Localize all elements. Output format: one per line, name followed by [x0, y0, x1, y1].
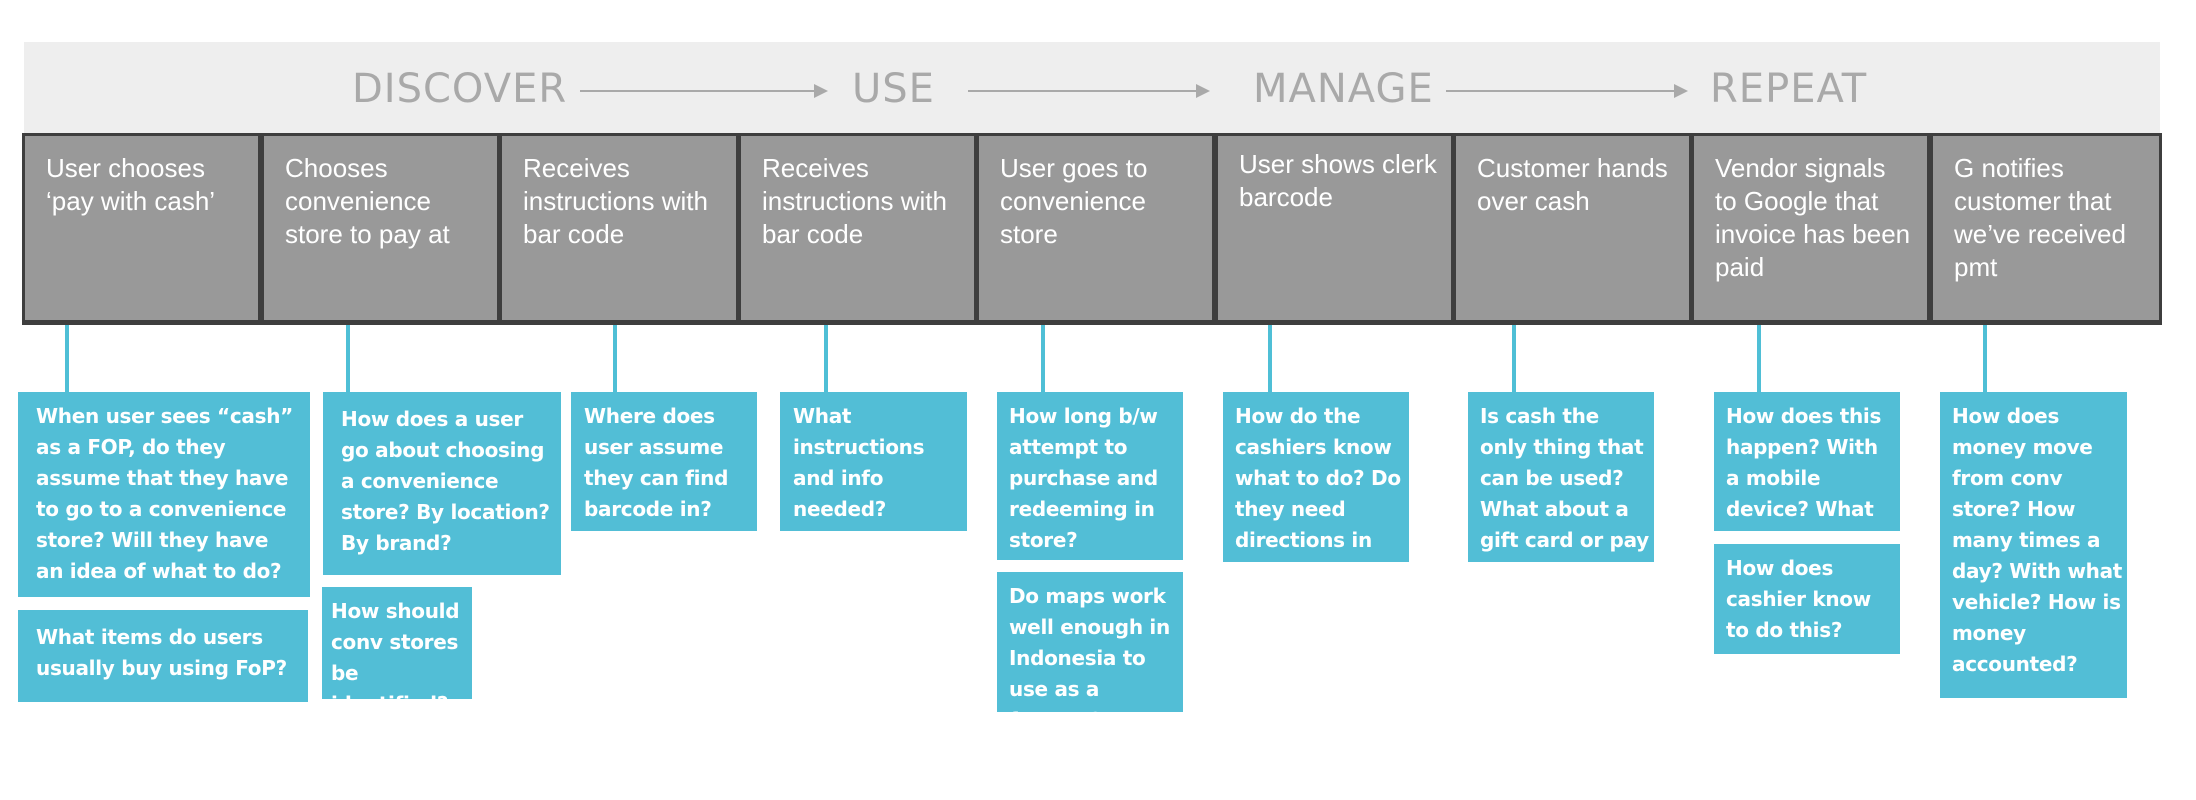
step-box: User chooses ‘pay with cash’ — [25, 136, 258, 320]
arrow-right-icon — [1446, 84, 1688, 98]
step-box: Customer hands over cash — [1456, 136, 1689, 320]
question-note: How should conv stores be identified? — [322, 587, 472, 699]
phase-manage: MANAGE — [1253, 66, 1434, 112]
phase-repeat: REPEAT — [1710, 66, 1868, 112]
question-note: Where does user assume they can find bar… — [571, 392, 757, 531]
step-box: Receives instructions with bar code — [502, 136, 736, 320]
connector-line — [1041, 325, 1045, 393]
phase-discover: DISCOVER — [352, 66, 568, 112]
question-note: How does a user go about choosing a conv… — [323, 392, 561, 575]
phase-use: USE — [852, 66, 935, 112]
question-note: How do the cashiers know what to do? Do … — [1223, 392, 1409, 562]
question-note: Do maps work well enough in Indonesia to… — [997, 572, 1183, 712]
connector-line — [824, 325, 828, 393]
question-note: How does cashier know to do this? — [1714, 544, 1900, 654]
question-note: How long b/w attempt to purchase and red… — [997, 392, 1183, 560]
arrow-right-icon — [580, 84, 828, 98]
phase-band — [24, 42, 2160, 134]
step-box: G notifies customer that we’ve received … — [1933, 136, 2159, 320]
connector-line — [1757, 325, 1761, 393]
question-note: How does this happen? With a mobile devi… — [1714, 392, 1900, 531]
question-note: When user sees “cash” as a FOP, do they … — [18, 392, 310, 597]
step-box: User goes to convenience store — [979, 136, 1212, 320]
arrow-right-icon — [968, 84, 1210, 98]
question-note: What items do users usually buy using Fo… — [18, 610, 308, 702]
step-box: Receives instructions with bar code — [741, 136, 974, 320]
step-box: Chooses convenience store to pay at — [264, 136, 497, 320]
connector-line — [613, 325, 617, 393]
question-note: How does money move from conv store? How… — [1940, 392, 2127, 698]
connector-line — [65, 325, 69, 393]
connector-line — [1268, 325, 1272, 393]
connector-line — [1983, 325, 1987, 393]
step-box: User shows clerk barcode — [1218, 136, 1451, 320]
connector-line — [1512, 325, 1516, 393]
question-note: Is cash the only thing that can be used?… — [1468, 392, 1654, 562]
question-note: What instructions and info needed? — [780, 392, 967, 531]
step-box: Vendor signals to Google that invoice ha… — [1694, 136, 1927, 320]
connector-line — [346, 325, 350, 393]
